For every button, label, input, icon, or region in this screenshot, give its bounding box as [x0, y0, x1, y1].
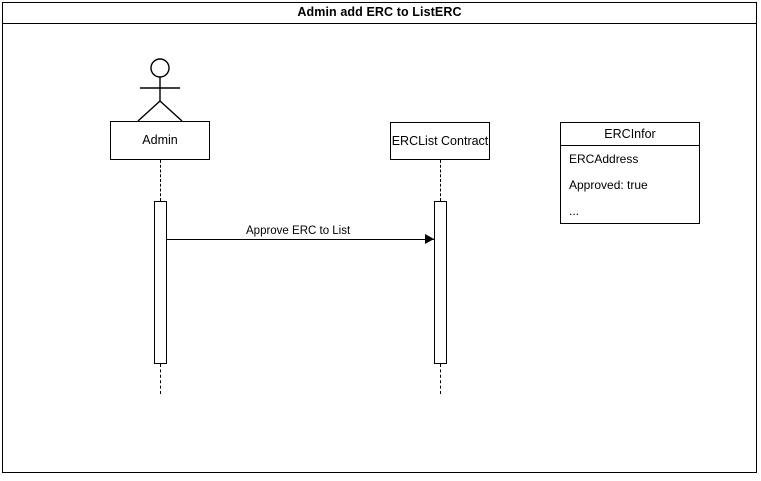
- stick-figure-icon: [137, 58, 183, 122]
- lifeline-dash-erclist-lower: [440, 364, 441, 394]
- diagram-title-bar: Admin add ERC to ListERC: [2, 2, 757, 24]
- message-line: [167, 239, 435, 240]
- lifeline-dash-admin-lower: [160, 364, 161, 394]
- participant-label-erclist-contract: ERCList Contract: [391, 133, 489, 148]
- activation-bar-erclist-contract[interactable]: [434, 201, 447, 364]
- message-label-approve-erc-to-list: Approve ERC to List: [246, 225, 351, 237]
- participant-box-erclist-contract[interactable]: ERCList Contract: [390, 122, 490, 160]
- class-attribute: Approved: true: [569, 178, 648, 192]
- diagram-frame: [2, 2, 757, 473]
- lifeline-dash-admin-upper: [160, 160, 161, 201]
- activation-bar-admin[interactable]: [154, 201, 167, 364]
- class-attribute: ...: [569, 204, 580, 218]
- participant-label-admin: Admin: [142, 133, 178, 148]
- lifeline-dash-erclist-upper: [440, 160, 441, 201]
- class-box-header: ERCInfor: [561, 123, 699, 146]
- class-box-ercinfor[interactable]: ERCInfor ERCAddress Approved: true ...: [560, 122, 700, 224]
- page-title: Admin add ERC to ListERC: [297, 5, 462, 20]
- class-box-title: ERCInfor: [604, 126, 656, 141]
- class-box-attributes: ERCAddress Approved: true ...: [561, 146, 699, 223]
- arrowhead-icon: [425, 234, 434, 244]
- class-attribute: ERCAddress: [569, 152, 639, 166]
- participant-box-admin[interactable]: Admin: [110, 121, 210, 160]
